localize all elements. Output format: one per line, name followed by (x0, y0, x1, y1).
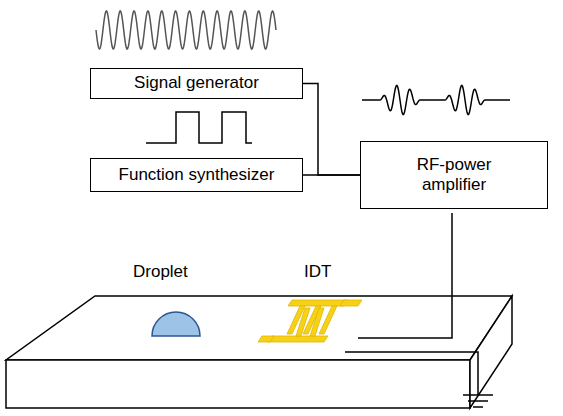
burst-wave (362, 86, 510, 115)
square-wave (146, 112, 252, 143)
substrate-top (6, 296, 512, 360)
box-label: Signal generator (134, 73, 259, 93)
part-label: Droplet (133, 262, 188, 282)
amplifier-box: RF-power amplifier (360, 141, 548, 209)
idt-electrodes (258, 300, 362, 342)
ground-symbol (463, 395, 493, 407)
part-label: IDT (304, 262, 331, 282)
signal-wire (358, 213, 452, 338)
box-label: Function synthesizer (119, 165, 275, 185)
droplet (152, 312, 200, 336)
sine-wave (96, 11, 276, 49)
substrate-front (6, 360, 470, 408)
ground-wire (345, 352, 478, 395)
connector-wire (303, 84, 360, 176)
process-box: Signal generator (90, 68, 303, 99)
connector-wire (303, 174, 360, 176)
process-box: Function synthesizer (90, 158, 303, 192)
box-label: RF-power amplifier (401, 155, 507, 196)
